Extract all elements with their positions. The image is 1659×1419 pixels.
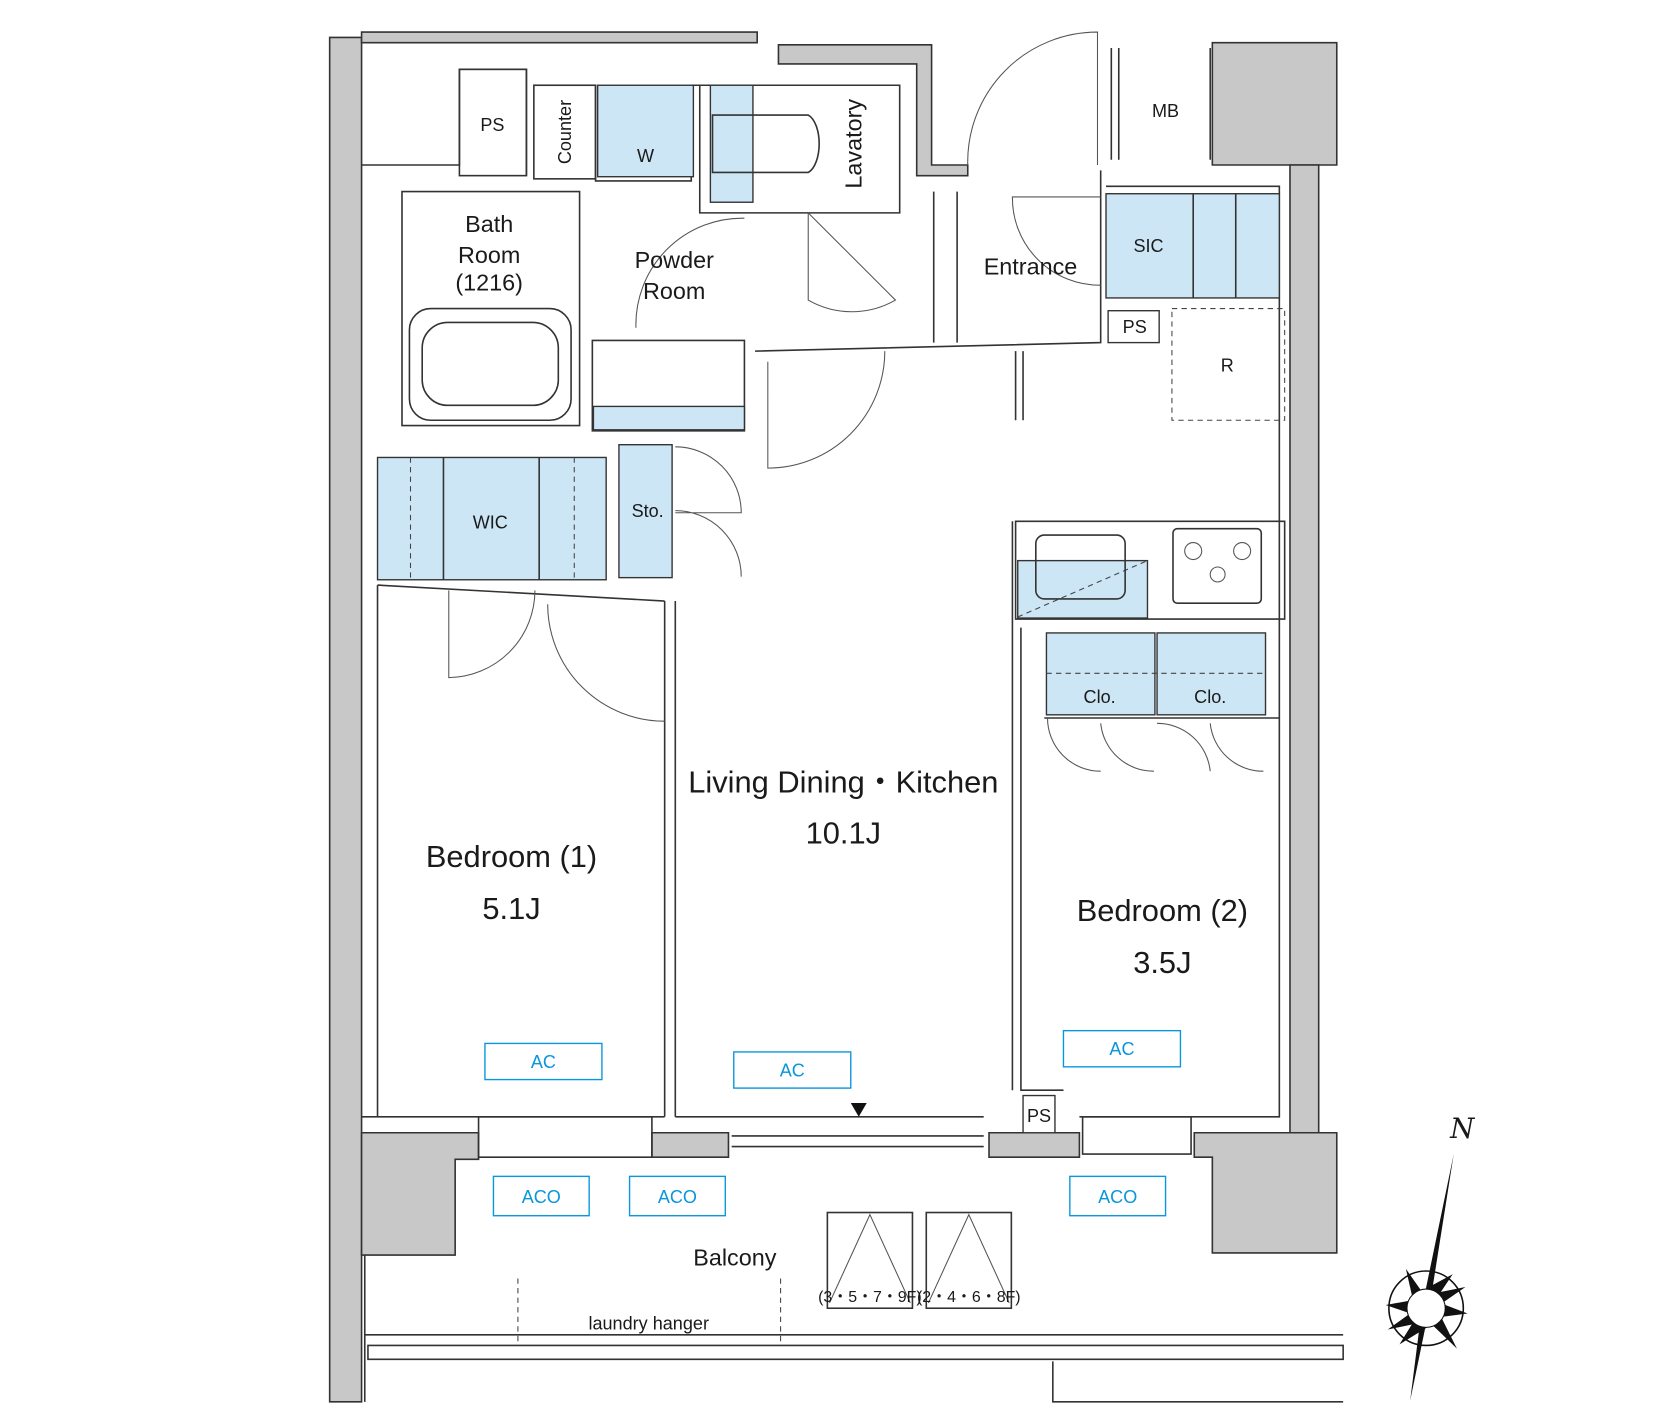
powder-room-label: Powder: [635, 247, 714, 273]
ac-label: AC: [531, 1052, 556, 1072]
bath-room-size: (1216): [455, 269, 523, 295]
ps-label: PS: [1123, 317, 1147, 337]
mb-label: MB: [1152, 101, 1179, 121]
hatch-label: (2・4・6・8F): [917, 1289, 1021, 1306]
aco-label: ACO: [522, 1187, 561, 1207]
closet-label: Clo.: [1084, 687, 1116, 707]
entrance-label: Entrance: [984, 254, 1078, 280]
ac-label: AC: [1109, 1039, 1134, 1059]
wic-label: WIC: [473, 513, 508, 533]
room-labels: PS Counter W Lavatory MB Bath Room (1216…: [426, 99, 1248, 1334]
ldk-label: Living Dining・Kitchen: [688, 764, 998, 799]
ldk-size: 10.1J: [806, 815, 881, 850]
refrigerator-label: R: [1221, 355, 1234, 375]
balcony-label: Balcony: [693, 1245, 776, 1271]
bedroom1-size: 5.1J: [482, 891, 540, 926]
counter-label: Counter: [555, 100, 575, 164]
ps-label: PS: [1027, 1106, 1051, 1126]
aco-label: ACO: [1098, 1187, 1137, 1207]
bath-room-label: Bath: [465, 211, 513, 237]
powder-room-label: Room: [643, 278, 705, 304]
bedroom2-size: 3.5J: [1133, 945, 1191, 980]
closet-label: Clo.: [1194, 687, 1226, 707]
lavatory-label: Lavatory: [840, 99, 866, 189]
washer-label: W: [637, 146, 654, 166]
ac-label: AC: [780, 1060, 805, 1080]
aco-label: ACO: [658, 1187, 697, 1207]
ps-label: PS: [480, 115, 504, 135]
entrance-marker-icon: [850, 1102, 867, 1117]
storage-label: Sto.: [632, 501, 664, 521]
hatch-label: (3・5・7・9F): [818, 1289, 922, 1306]
fixtures: [376, 68, 1286, 1346]
interior-walls: [361, 48, 1344, 1403]
sic-label: SIC: [1133, 236, 1163, 256]
north-label: N: [1449, 1112, 1475, 1145]
ac-units: [484, 1029, 1182, 1217]
laundry-hanger-label: laundry hanger: [588, 1313, 709, 1333]
bath-room-label: Room: [458, 242, 520, 268]
compass-icon: N: [1385, 1112, 1475, 1401]
door-swings: [448, 31, 1264, 772]
walls: [328, 31, 1338, 1403]
ac-labels: AC AC AC ACO ACO ACO: [522, 1039, 1138, 1207]
bedroom1-label: Bedroom (1): [426, 839, 597, 874]
bedroom2-label: Bedroom (2): [1077, 893, 1248, 928]
